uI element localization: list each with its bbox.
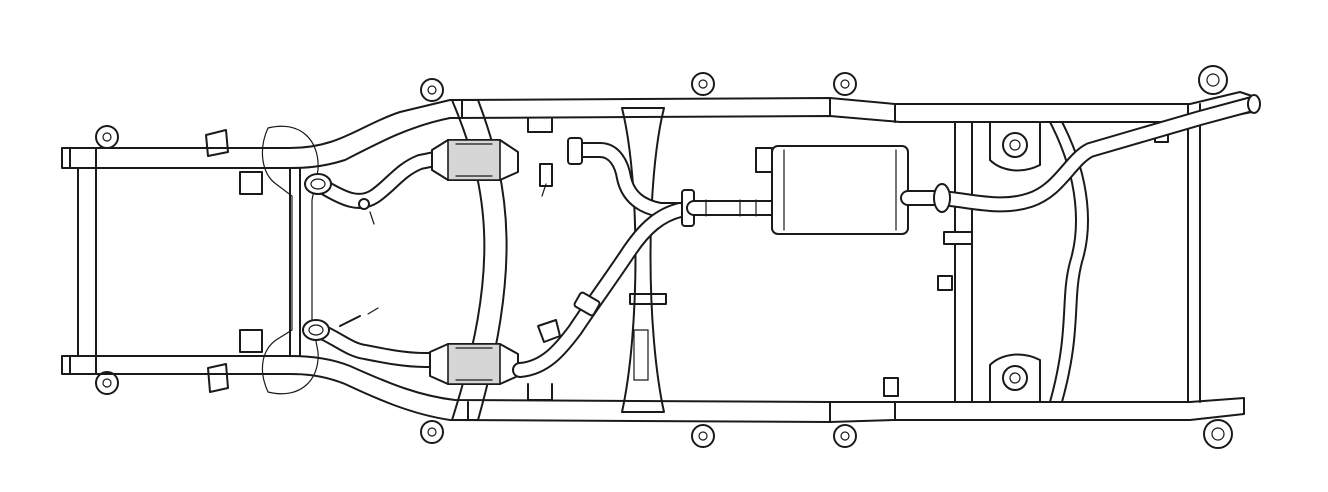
body-mount-upper-3 xyxy=(691,72,715,96)
trans-crossmember-slot xyxy=(633,329,649,381)
bracket-mid-lower xyxy=(239,329,263,353)
bracket-rear-lower xyxy=(883,377,899,397)
muffler xyxy=(755,145,909,235)
leader-lines xyxy=(367,183,547,315)
bracket-front-upper xyxy=(205,129,229,157)
tail-pipe-hanger xyxy=(943,231,973,245)
muffler-hanger xyxy=(755,147,773,173)
body-mount-upper-1 xyxy=(95,125,119,149)
body-mount-upper-5 xyxy=(1198,65,1228,95)
rear-crossmember-3 xyxy=(1187,103,1201,403)
y-pipe-sensor xyxy=(537,319,561,343)
body-mount-lower-3 xyxy=(691,424,715,448)
y-pipe xyxy=(512,137,698,378)
spring-bracket-lower xyxy=(989,353,1041,403)
flange-lower xyxy=(573,291,601,317)
front-crossmember xyxy=(77,167,97,357)
o2-sensor-left xyxy=(358,198,370,210)
body-mount-lower-1 xyxy=(95,371,119,395)
tail-pipe xyxy=(900,94,1261,245)
frame-rail-upper xyxy=(69,91,1253,169)
body-mount-lower-4 xyxy=(833,424,857,448)
intermediate-pipe xyxy=(686,199,780,217)
rail-step-upper xyxy=(829,97,896,123)
hanger-lower xyxy=(527,383,553,401)
bracket-front-lower xyxy=(207,363,229,393)
exhaust-hangers xyxy=(527,117,667,401)
frame-rail-lower xyxy=(69,355,1245,423)
hanger-trans xyxy=(629,293,667,305)
front-pipe-left xyxy=(304,150,448,210)
manifold-flange-left xyxy=(304,173,332,195)
body-mount-lower-5 xyxy=(1203,419,1233,449)
body-mounts xyxy=(95,65,1233,449)
front-pipe-right xyxy=(302,315,448,368)
spring-bracket-upper xyxy=(989,121,1041,172)
bracket-rear-mid xyxy=(937,275,953,291)
engine-outline xyxy=(261,125,319,395)
body-mount-upper-4 xyxy=(833,72,857,96)
catalytic-converter-left xyxy=(431,139,519,181)
rear-crossmember-1 xyxy=(954,121,973,403)
bracket-mid-upper xyxy=(239,171,263,195)
tail-pipe-outlet xyxy=(1247,94,1261,114)
crossmember-2 xyxy=(289,167,301,357)
rail-step-lower xyxy=(829,401,896,423)
center-crossmember-flange xyxy=(461,99,469,421)
body-mount-upper-2 xyxy=(420,78,444,102)
catalytic-converter-right xyxy=(429,343,519,385)
manifold-flange-right xyxy=(302,319,330,341)
o2-sensor-right xyxy=(339,315,361,327)
frame xyxy=(61,91,1253,423)
flange-upper xyxy=(567,137,583,165)
body-mount-lower-2 xyxy=(420,420,444,444)
hanger-upper xyxy=(527,117,553,133)
tail-pipe-flange xyxy=(933,183,951,213)
y-pipe-bracket xyxy=(539,163,553,187)
front-bumper-bracket xyxy=(61,147,97,375)
